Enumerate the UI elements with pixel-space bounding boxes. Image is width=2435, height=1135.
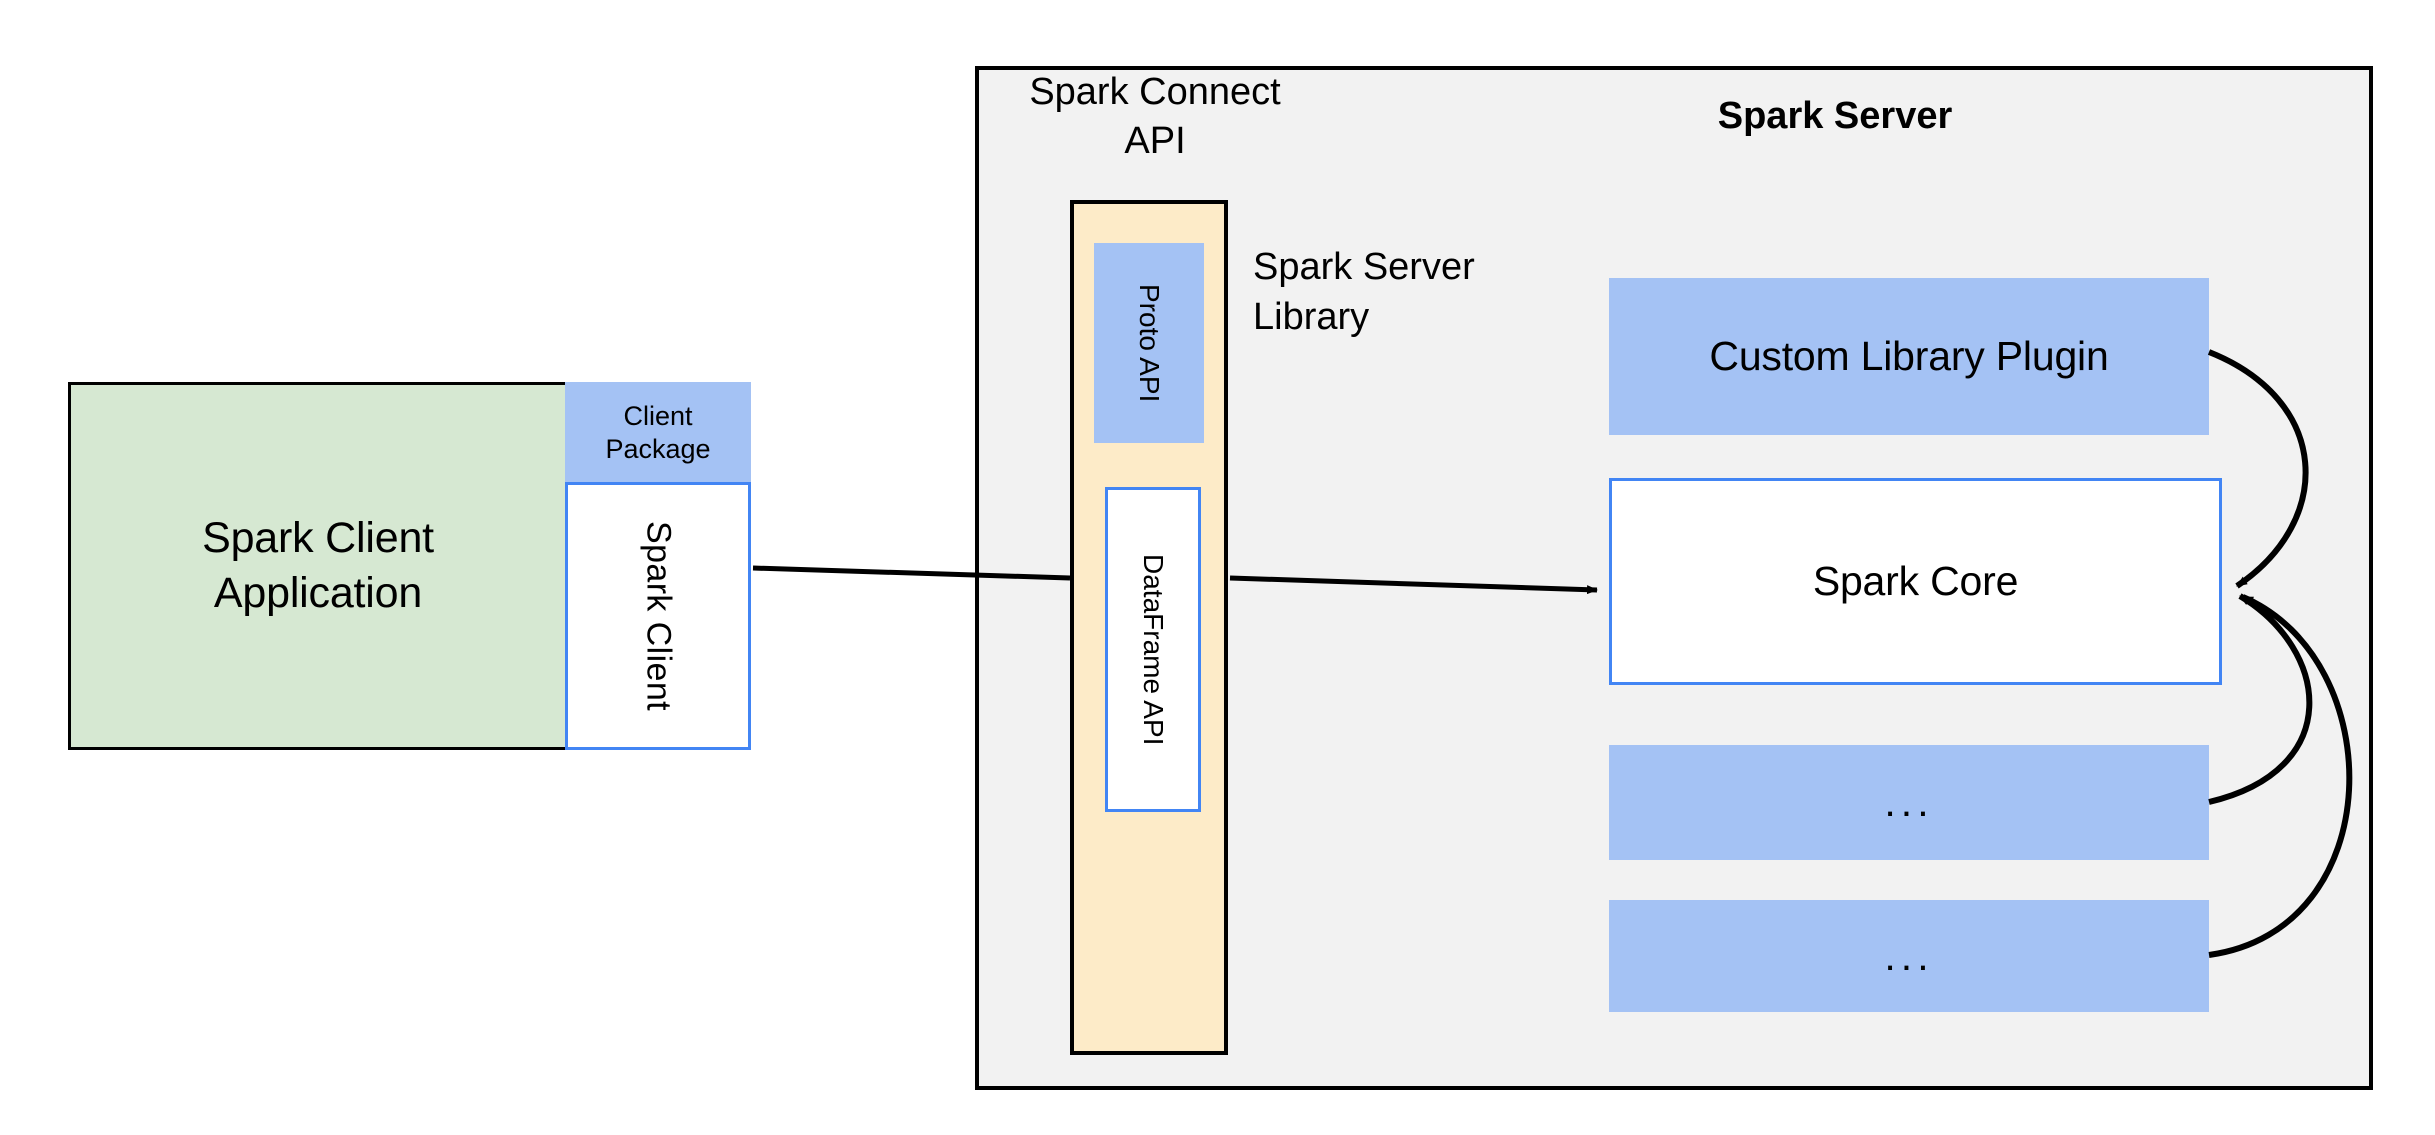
spark-client-box: Spark Client: [565, 482, 751, 750]
spark-server-library-label: Spark Server Library: [1253, 246, 1475, 339]
spark-client-label: Spark Client: [639, 521, 678, 711]
proto-api-label: Proto API: [1134, 283, 1165, 403]
dataframe-api-box: DataFrame API: [1105, 487, 1201, 812]
spark-connect-api-label: Spark Connect API: [1029, 71, 1281, 163]
proto-api-box: Proto API: [1094, 243, 1204, 443]
client-package-label: Client Package: [605, 401, 711, 464]
spark-core-box: Spark Core: [1609, 478, 2222, 685]
dataframe-api-label: DataFrame API: [1138, 553, 1169, 746]
spark-client-application-box: Spark Client Application: [68, 382, 568, 750]
ellipsis-box-2: ...: [1609, 900, 2209, 1012]
client-package-box: Client Package: [565, 382, 751, 482]
spark-core-label: Spark Core: [1812, 558, 2019, 604]
ellipsis-label-1: ...: [1884, 779, 1934, 825]
ellipsis-box-1: ...: [1609, 745, 2209, 860]
spark-client-application-label: Spark Client Application: [202, 513, 434, 617]
custom-library-plugin-label: Custom Library Plugin: [1709, 333, 2109, 379]
custom-library-plugin-box: Custom Library Plugin: [1609, 278, 2209, 435]
ellipsis-label-2: ...: [1884, 932, 1934, 979]
spark-server-title: Spark Server: [1717, 95, 1953, 137]
